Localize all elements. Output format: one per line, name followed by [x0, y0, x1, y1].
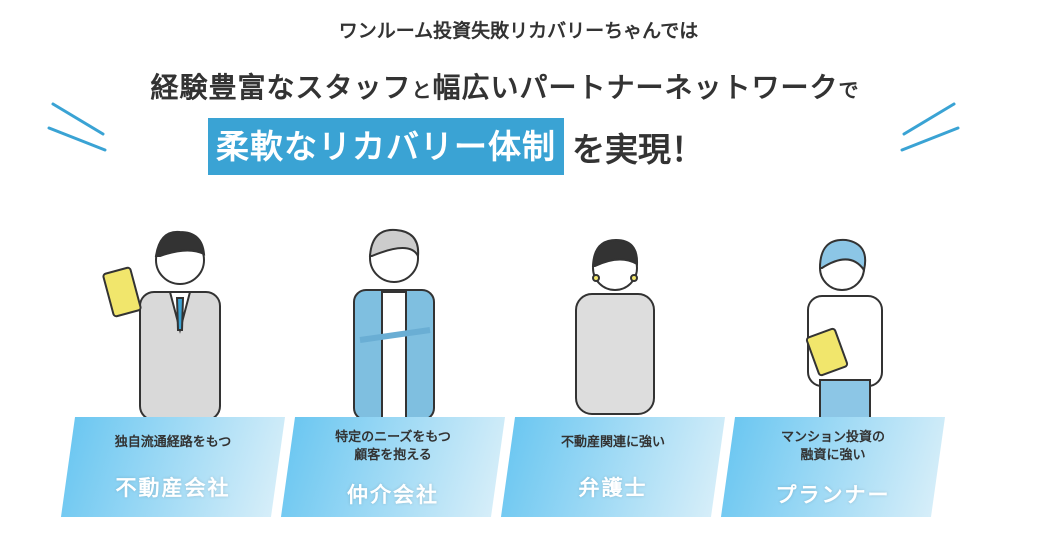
card-subtitle: 不動産関連に強い [560, 435, 665, 450]
partner-card-planner: マンション投資の 融資に強いプランナー [728, 417, 938, 517]
highlight-line: 柔軟なリカバリー体制を実現！ [208, 118, 704, 175]
partner-card-real-estate: 独自流通経路をもつ不動産会社 [68, 417, 278, 517]
card-title: 不動産会社 [115, 476, 231, 500]
headline-ending: を実現！ [572, 129, 704, 169]
card-subtitle: 特定のニーズをもつ 顧客を抱える [335, 430, 451, 463]
intro-text: ワンルーム投資失敗リカバリーちゃんでは [338, 20, 699, 42]
planner-illustration [805, 238, 883, 420]
card-subtitle: 独自流通経路をもつ [114, 435, 232, 450]
headline-part: と [411, 78, 433, 102]
highlight-box: 柔軟なリカバリー体制 [208, 118, 564, 175]
headline-part: 経験豊富なスタッフ [150, 71, 412, 104]
agent-illustration [353, 228, 435, 420]
headline: 経験豊富なスタッフと幅広いパートナーネットワークで [0, 66, 1010, 106]
decorative-lines-right [900, 102, 960, 152]
headline-part: で [838, 78, 860, 102]
card-title: 弁護士 [578, 476, 648, 500]
decorative-lines-left [47, 102, 107, 152]
partner-card-broker: 特定のニーズをもつ 顧客を抱える仲介会社 [288, 417, 498, 517]
card-subtitle: マンション投資の 融資に強い [780, 430, 885, 463]
headline-part: 幅広いパートナーネットワーク [432, 71, 839, 104]
businessman-illustration [102, 230, 221, 420]
card-title: プランナー [775, 483, 891, 507]
lawyer-illustration [575, 238, 655, 415]
partner-card-lawyer: 不動産関連に強い弁護士 [508, 417, 718, 517]
card-title: 仲介会社 [347, 483, 439, 507]
